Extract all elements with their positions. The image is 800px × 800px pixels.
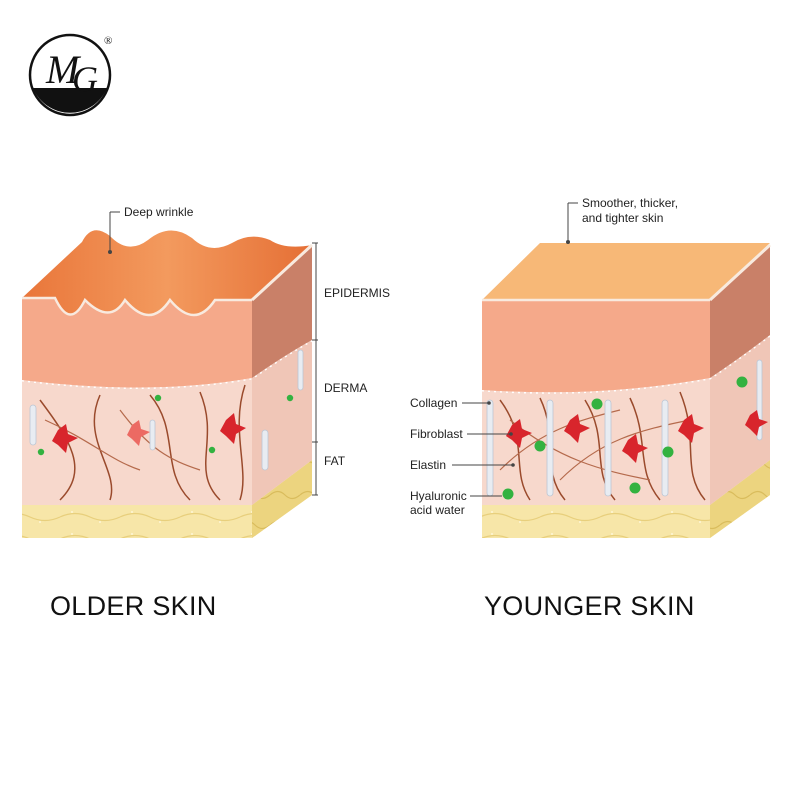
older-fat-layer [22,460,312,538]
label-collagen: Collagen [410,396,457,410]
older-hyaluronic-drop [208,446,216,454]
older-collagen-strand [29,404,37,446]
label-hyaluronic-line1: Hyaluronic [410,489,467,503]
label-fat: FAT [324,454,346,468]
older-fibroblast [127,420,150,446]
older-wrinkled-surface [22,230,312,315]
younger-hyaluronic-drop [662,446,674,458]
older-fibroblast [52,424,78,453]
younger-epidermis-side [710,245,770,378]
younger-fat-layer [482,460,770,538]
callout-smoother-line1: Smoother, thicker, [582,196,678,210]
older-fat-side [252,460,312,538]
older-hyaluronic-drop [37,448,45,456]
younger-collagen-strand [604,399,612,497]
younger-hyaluronic-drop [534,440,546,452]
callout-deep-wrinkle-label: Deep wrinkle [124,205,194,219]
younger-skin-title: YOUNGER SKIN [484,591,695,621]
younger-smooth-surface [482,243,770,300]
younger-fibroblast [745,410,768,436]
older-collagen-strand [149,419,156,451]
older-elastin-fibers [39,384,246,501]
older-wrinkle-ridge [22,296,252,317]
logo-letter-m: M [45,47,82,92]
older-collagen-strand [297,349,304,391]
younger-hyaluronic-drop [502,488,514,500]
older-epidermis-edge [250,243,314,302]
older-fibroblast [220,413,246,444]
callout-deep-wrinkle: Deep wrinkle [108,205,194,254]
callout-smoother-line2: and tighter skin [582,211,663,225]
older-skin-block [21,230,314,538]
younger-collagen-strand [486,399,494,497]
older-epidermis-side [252,245,312,378]
label-derma: DERMA [324,381,367,395]
logo-registered-mark: ® [104,35,112,47]
younger-collagen-strand [546,399,554,497]
younger-hyaluronic-drop [591,398,603,410]
logo-letter-g: G [72,59,98,99]
older-derma-components [29,349,304,501]
older-elastin-fibers-cross [44,409,201,471]
younger-derma-components [486,359,768,501]
label-fibroblast: Fibroblast [410,427,463,441]
older-epidermis-front [22,298,252,388]
younger-derma-side [710,335,770,505]
older-hyaluronic-drop [154,394,162,402]
callout-smoother-skin: Smoother, thicker, and tighter skin [566,196,678,244]
label-elastin: Elastin [410,458,446,472]
younger-fibroblast [506,419,532,448]
younger-component-labels: Collagen Fibroblast Elastin Hyaluronic a… [410,396,515,517]
label-hyaluronic-line2: acid water [410,503,465,517]
brand-logo: M G ® [28,33,112,117]
younger-fibroblast [622,434,648,463]
younger-fibroblast [678,414,704,443]
younger-skin-block [481,243,772,538]
younger-epidermis-front [482,300,710,393]
older-hyaluronic-drop [286,394,294,402]
younger-hyaluronic-drop [629,482,641,494]
younger-hyaluronic-drop [736,376,748,388]
logo-lower-arc [33,88,107,113]
younger-derma-front [482,378,710,505]
older-skin-title: OLDER SKIN [50,591,217,621]
younger-fat-side [710,460,770,538]
label-epidermis: EPIDERMIS [324,286,390,300]
older-layer-bracket: EPIDERMIS DERMA FAT [312,242,390,496]
younger-fibroblast [564,414,590,443]
older-collagen-strand [261,429,269,471]
